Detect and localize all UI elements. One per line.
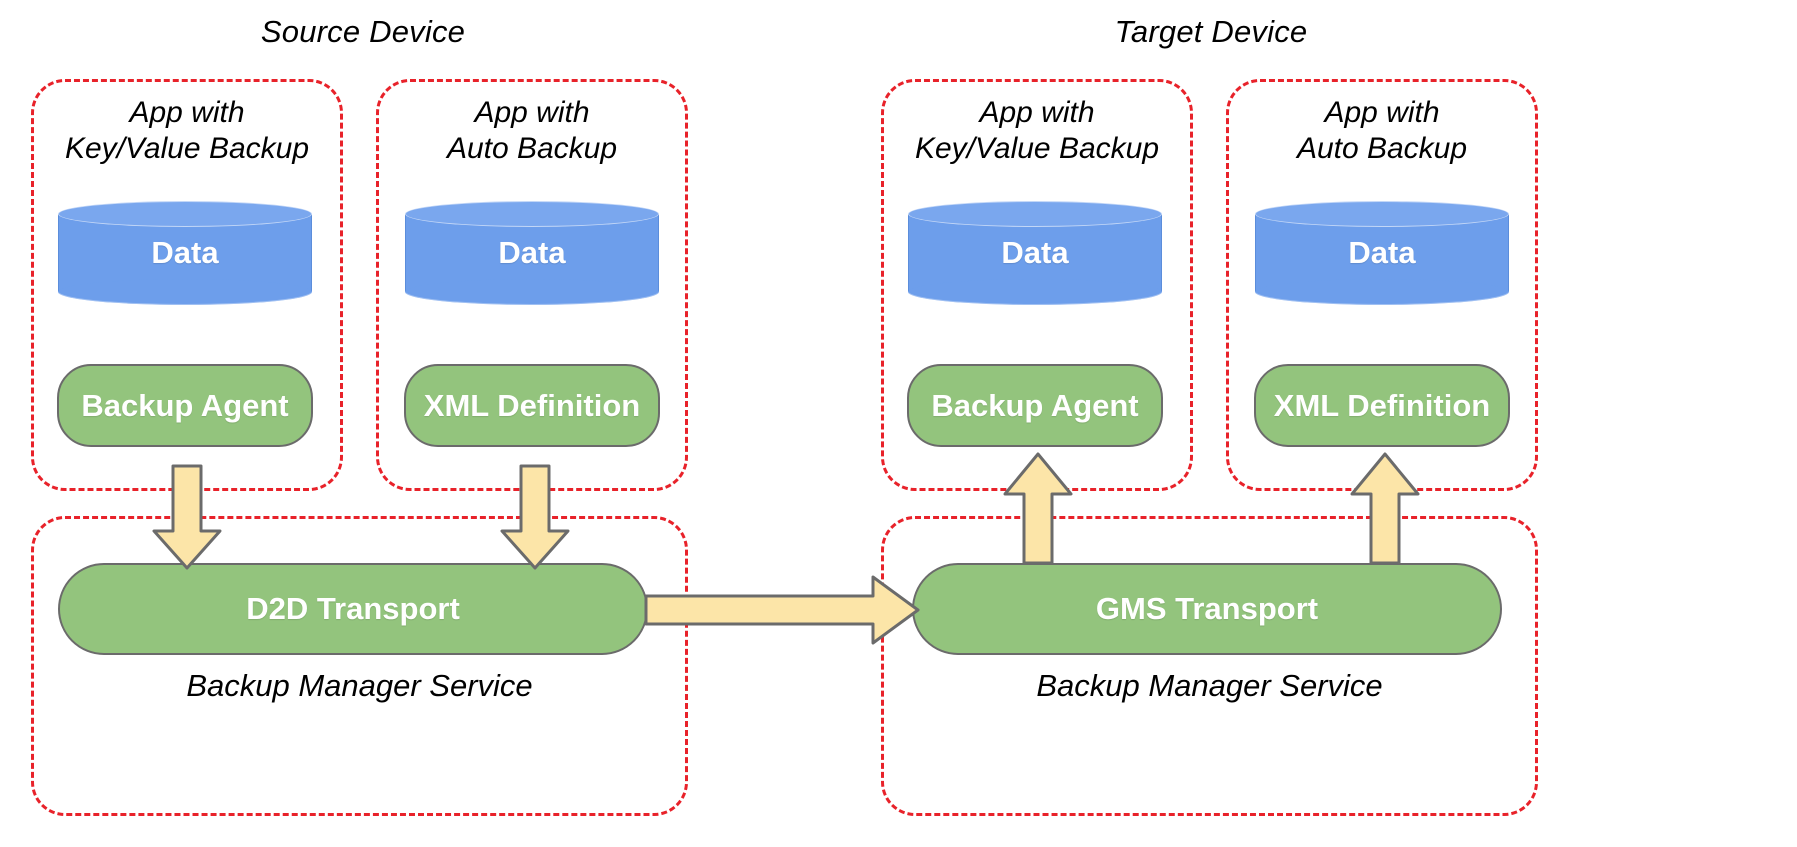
target-backup-manager-service-caption: Backup Manager Service	[1036, 668, 1383, 703]
arrow-source-auto-to-d2d	[500, 464, 570, 570]
source-app-kv-caption: App with Key/Value Backup	[64, 96, 310, 165]
cylinder-top	[908, 201, 1162, 227]
arrow-d2d-to-gms	[644, 575, 920, 645]
source-app-kv-data-cylinder: Data	[58, 201, 312, 305]
cylinder-bottom	[58, 279, 312, 305]
source-device-title: Source Device	[260, 14, 466, 49]
cylinder-bottom	[908, 279, 1162, 305]
source-backup-agent-module[interactable]: Backup Agent	[57, 364, 313, 447]
source-backup-manager-service-container	[31, 516, 688, 816]
target-device-title: Target Device	[1114, 14, 1308, 49]
source-app-auto-data-label: Data	[498, 235, 566, 270]
target-app-auto-caption: App with Auto Backup	[1296, 96, 1468, 165]
target-app-kv-data-label: Data	[1001, 235, 1069, 270]
cylinder-top	[58, 201, 312, 227]
source-app-auto-caption: App with Auto Backup	[446, 96, 618, 165]
cylinder-bottom	[405, 279, 659, 305]
source-backup-manager-service-caption: Backup Manager Service	[186, 668, 533, 703]
source-app-kv-data-label: Data	[151, 235, 219, 270]
gms-transport-module[interactable]: GMS Transport	[912, 563, 1502, 655]
source-xml-definition-module[interactable]: XML Definition	[404, 364, 660, 447]
target-app-auto-data-cylinder: Data	[1255, 201, 1509, 305]
d2d-transport-module[interactable]: D2D Transport	[58, 563, 648, 655]
target-backup-manager-service-container	[881, 516, 1538, 816]
source-app-auto-data-cylinder: Data	[405, 201, 659, 305]
target-xml-definition-module[interactable]: XML Definition	[1254, 364, 1510, 447]
cylinder-bottom	[1255, 279, 1509, 305]
arrow-source-kv-to-d2d	[152, 464, 222, 570]
cylinder-top	[405, 201, 659, 227]
arrow-gms-to-target-auto	[1350, 452, 1420, 565]
cylinder-top	[1255, 201, 1509, 227]
target-app-kv-data-cylinder: Data	[908, 201, 1162, 305]
target-app-auto-data-label: Data	[1348, 235, 1416, 270]
arrow-gms-to-target-kv	[1003, 452, 1073, 565]
target-backup-agent-module[interactable]: Backup Agent	[907, 364, 1163, 447]
target-app-kv-caption: App with Key/Value Backup	[914, 96, 1160, 165]
